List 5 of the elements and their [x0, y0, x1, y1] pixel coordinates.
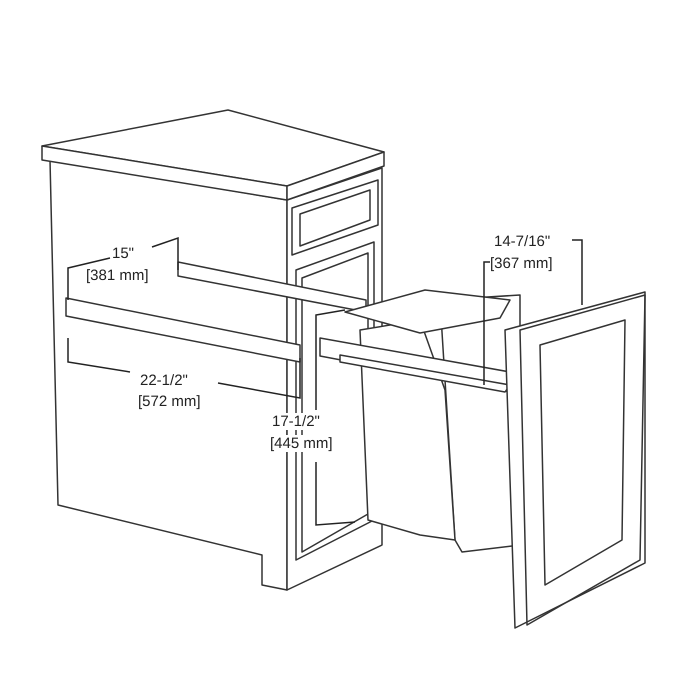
dimension-label: [572 mm]: [138, 393, 201, 410]
dimension-label: 17-1/2": [272, 413, 320, 430]
dimension-label: [381 mm]: [86, 267, 149, 284]
dimension-label: [445 mm]: [270, 435, 333, 452]
dimension-label: [367 mm]: [490, 255, 553, 272]
